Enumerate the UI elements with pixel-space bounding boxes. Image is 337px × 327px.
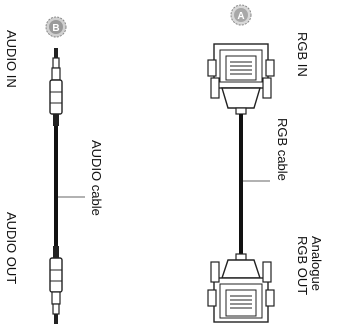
rgb-out-line2: RGB OUT: [295, 236, 310, 296]
audio-out-label: AUDIO OUT: [4, 212, 19, 285]
rgb-in-label: RGB IN: [295, 32, 310, 77]
badge-b-letter: B: [52, 23, 59, 34]
badge-a-icon: A: [230, 4, 252, 26]
audio-cable-label: AUDIO cable: [89, 140, 104, 216]
rgb-out-line1: Analogue: [309, 236, 324, 291]
audio-in-label: AUDIO IN: [4, 30, 19, 88]
audio-cable: [49, 48, 85, 324]
rgb-cable-label: RGB cable: [275, 118, 290, 181]
badge-a-letter: A: [237, 11, 244, 22]
rgb-cable: [207, 43, 275, 323]
badge-b-icon: B: [45, 16, 67, 38]
